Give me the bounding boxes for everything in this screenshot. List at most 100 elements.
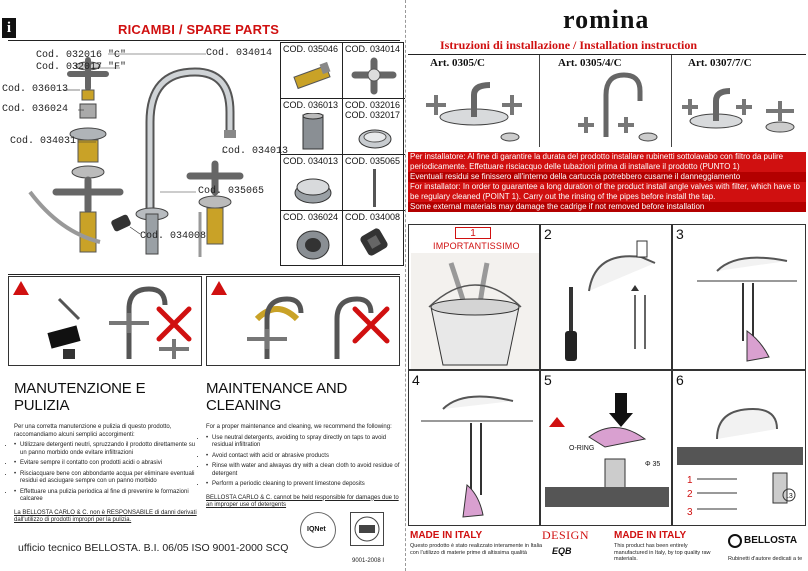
made-in-italy-text-en: This product has been entirely manufactu… (614, 543, 711, 562)
grid-cell-label: COD. 034008 (345, 212, 401, 222)
installer-note: Per installatore: Al fine di garantire l… (408, 152, 806, 212)
article-column-0307-7-c: Art. 0307/7/C (672, 55, 806, 147)
page-fold-line (405, 0, 406, 571)
step6-mark-2: 2 (687, 489, 693, 500)
rod-icon (373, 169, 376, 207)
spare-parts-grid: COD. 035046 COD. 034014 COD. 036013 COD.… (280, 42, 405, 266)
callout-034013: Cod. 034013 (222, 146, 289, 157)
list-item: Utilizzare detergenti neutri, spruzzando… (14, 442, 200, 457)
list-item: Avoid contact with acid or abrasive prod… (206, 453, 400, 461)
grid-cell-034013: COD. 034013 (281, 155, 343, 211)
list-item: Perform a periodic cleaning to prevent l… (206, 481, 400, 489)
step-3-panel: 3 (672, 224, 806, 370)
cert-label: IQNet (307, 526, 326, 533)
maintenance-title-it: MANUTENZIONE E PULIZIA (14, 380, 146, 414)
callout-035065: Cod. 035065 (198, 186, 265, 197)
grid-cell-035065: COD. 035065 (343, 155, 405, 211)
certification-logo (350, 512, 384, 546)
maintenance-section-it: MANUTENZIONE E PULIZIA Per una corretta … (14, 380, 200, 525)
grid-cell-label: COD. 032017 (345, 110, 401, 120)
cleaning-illustration (47, 286, 192, 359)
cert-number: 9001-2008 I (352, 558, 385, 564)
final-assembly-illustration (677, 407, 803, 510)
handle-assembly-illustration (421, 395, 533, 518)
callout-034008: Cod. 034008 (140, 231, 207, 242)
maintenance-pane-it (8, 276, 202, 366)
installation-title: Istruzioni di installazione / Installati… (440, 38, 698, 52)
article-code: Art. 0305/C (430, 57, 485, 69)
o-ring-label: O-RING (569, 445, 595, 452)
cleaning-illustration (247, 296, 390, 359)
list-item: Evitare sempre il contatto con prodotti … (14, 460, 200, 468)
importantissimo-label: IMPORTANTISSIMO (433, 241, 520, 251)
step6-mark-1: 1 (687, 475, 693, 486)
article-column-0305-c: Art. 0305/C (408, 55, 540, 147)
step-number: 1 (455, 227, 491, 239)
step-1-panel: 1 IMPORTANTISSIMO (408, 224, 540, 370)
list-item: Use neutral detergents, avoiding to spra… (206, 435, 400, 450)
note-line: Some external materials may damage the c… (408, 202, 806, 212)
nut-icon (296, 230, 330, 260)
step-number: 5 (544, 372, 552, 388)
grid-cell-032016: COD. 032016 COD. 032017 (343, 99, 405, 155)
info-icon: i (2, 18, 16, 38)
list-item: Risciacquare bene con abbondante acqua p… (14, 471, 200, 486)
filter-icon (360, 228, 388, 256)
cap-icon (358, 129, 392, 149)
maintenance-note-it: La BELLOSTA CARLO & C. non è RESPONSABIL… (14, 509, 197, 524)
iqnet-certification-seal: IQNet (300, 512, 336, 548)
cert-emblem-icon (354, 516, 380, 542)
screwdriver-illustration (565, 240, 656, 361)
grid-cell-label: COD. 034014 (345, 44, 401, 54)
title-divider (408, 54, 806, 55)
callout-034014: Cod. 034014 (206, 48, 273, 59)
grid-cell-label: COD. 035065 (345, 156, 401, 166)
grid-cell-label: COD. 036024 (283, 212, 339, 222)
logo-mark-icon (728, 534, 742, 548)
cross-handle-icon (351, 57, 397, 95)
o-ring-install-illustration (545, 393, 669, 507)
grid-cell-label: COD. 036013 (283, 100, 339, 110)
grid-cell-034014: COD. 034014 (343, 43, 405, 99)
callout-036013: Cod. 036013 (2, 84, 69, 95)
title-divider (8, 40, 400, 41)
sleeve-icon (302, 113, 324, 150)
design-mark: EQB (552, 546, 572, 556)
callout-036024: Cod. 036024 (2, 104, 69, 115)
callout-032017: Cod. 032017 "F" (36, 62, 127, 73)
note-line: Eventuali residui se finissero all'inter… (408, 172, 806, 182)
list-item: Rinse with water and alwayas dry with a … (206, 463, 400, 478)
step-number: 4 (412, 372, 420, 388)
step-2-panel: 2 (540, 224, 672, 370)
grid-cell-035046: COD. 035046 (281, 43, 343, 99)
spare-parts-title: RICAMBI / SPARE PARTS (118, 22, 280, 37)
step6-mark-3: 3 (687, 507, 693, 518)
fixing-illustration (697, 256, 797, 362)
grid-cell-036013: COD. 036013 (281, 99, 343, 155)
bellosta-logo: BELLOSTA (728, 534, 806, 556)
maintenance-note-en: BELLOSTA CARLO & C. cannot be held respo… (206, 494, 399, 509)
step-number: 2 (544, 226, 552, 242)
tap-0307-7-c-illustration (682, 88, 795, 133)
diameter-label: Φ 35 (645, 461, 661, 468)
rosette-icon (294, 178, 332, 204)
cartridge-icon (293, 61, 331, 90)
maintenance-intro-en: For a proper maintenance and cleaning, w… (206, 424, 392, 430)
bucket-rinse-illustration (411, 253, 539, 369)
note-line: Per installatore: Al fine di garantire l… (408, 152, 806, 172)
grid-cell-036024: COD. 036024 (281, 211, 343, 265)
note-line: For installator: In order to guarantee a… (408, 182, 806, 202)
maintenance-title-en: MAINTENANCE AND CLEANING (206, 380, 348, 414)
maintenance-intro-it: Per una corretta manutenzione e pulizia … (14, 424, 172, 438)
article-code: Art. 0307/7/C (688, 57, 752, 69)
article-column-0305-4-c: Art. 0305/4/C (540, 55, 672, 147)
made-in-italy-title-en: MADE IN ITALY (614, 530, 687, 541)
maintenance-list-it: Utilizzare detergenti neutri, spruzzando… (14, 442, 200, 504)
grid-cell-label: COD. 035046 (283, 44, 339, 54)
step-6-panel: 6 1 2 3 13 (672, 370, 806, 526)
maintenance-section-en: MAINTENANCE AND CLEANING For a proper ma… (206, 380, 400, 510)
made-in-italy-title-it: MADE IN ITALY (410, 530, 483, 541)
technical-office-footer: ufficio tecnico BELLOSTA. B.I. 06/05 ISO… (18, 542, 289, 554)
step-number: 6 (676, 372, 684, 388)
